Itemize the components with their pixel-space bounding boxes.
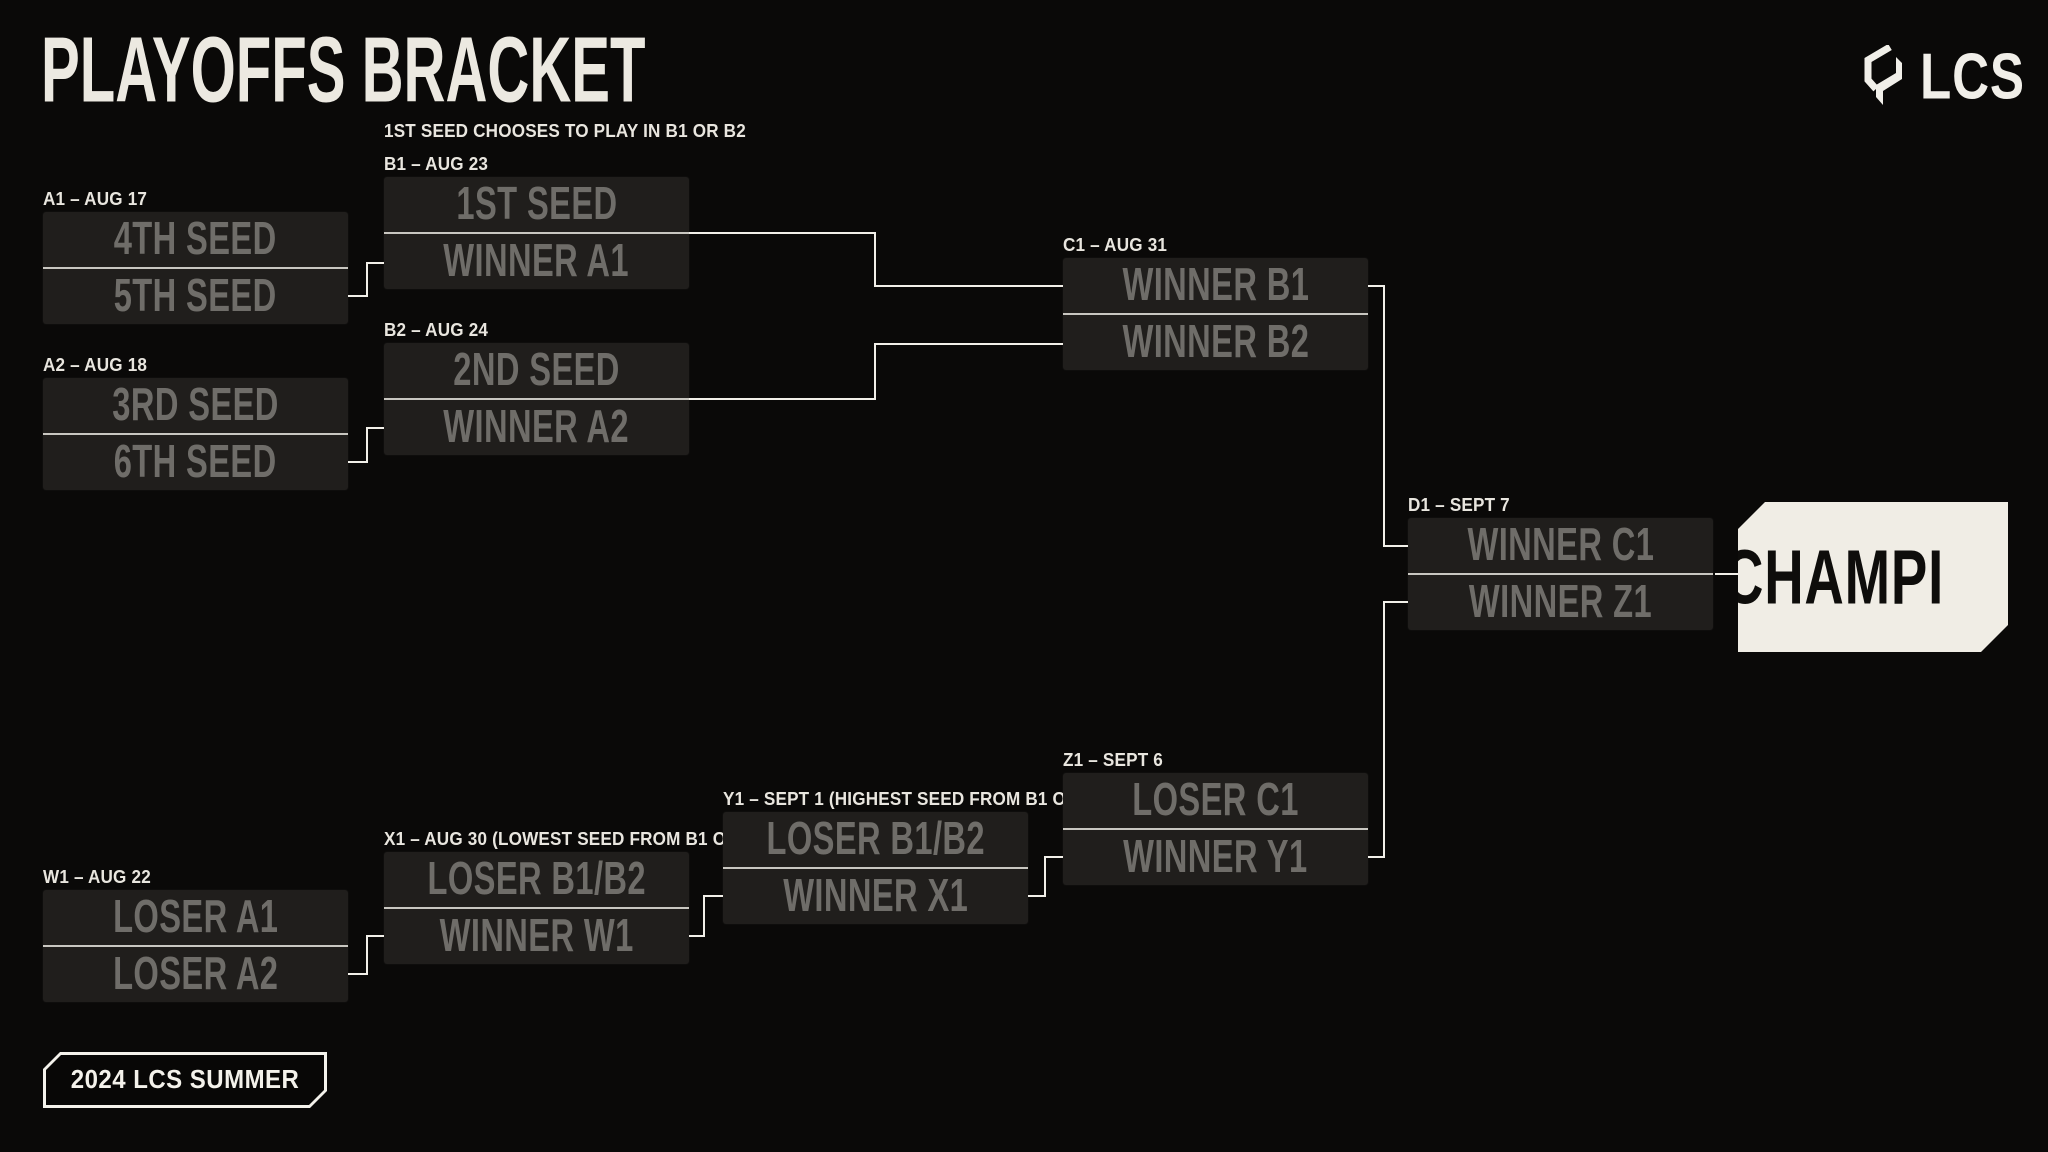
team-slot: 6TH SEED — [43, 433, 348, 490]
season-badge: 2024 LCS SUMMER — [43, 1052, 327, 1108]
team-slot: LOSER A1 — [112, 891, 279, 943]
match-x1-label: X1 – AUG 30 (LOWEST SEED FROM B1 OR B2) — [384, 829, 772, 849]
team-slot: 5TH SEED — [43, 267, 348, 324]
page-title: PLAYOFFS BRACKET — [41, 17, 646, 122]
season-badge-text: 2024 LCS SUMMER — [70, 1065, 300, 1094]
connector-segment — [689, 398, 876, 400]
match-a1-box: 4TH SEED 5TH SEED — [43, 212, 348, 324]
match-a2: A2 – AUG 18 3RD SEED 6TH SEED — [43, 356, 348, 490]
team-slot: WINNER A2 — [384, 398, 689, 455]
connector-segment — [703, 895, 705, 937]
team-slot: 2ND SEED — [453, 344, 620, 396]
match-b2-box: 2ND SEED WINNER A2 — [384, 343, 689, 455]
match-y1-box: LOSER B1/B2 WINNER X1 — [723, 812, 1028, 924]
connector-segment — [1715, 573, 1738, 575]
match-y1-label: Y1 – SEPT 1 (HIGHEST SEED FROM B1 OR B2) — [723, 789, 1112, 809]
connector-segment — [1368, 856, 1385, 858]
team-slot: 4TH SEED — [114, 213, 277, 265]
team-slot: WINNER A1 — [384, 232, 689, 289]
connector-segment — [874, 232, 876, 287]
connector-segment — [1044, 856, 1063, 858]
match-b1-label: B1 – AUG 23 — [384, 154, 489, 174]
match-b1-box: 1ST SEED WINNER A1 — [384, 177, 689, 289]
match-z1-label: Z1 – SEPT 6 — [1063, 750, 1163, 770]
connector-segment — [1383, 285, 1385, 547]
team-slot: WINNER Y1 — [1063, 828, 1368, 885]
match-z1-box: LOSER C1 WINNER Y1 — [1063, 773, 1368, 885]
b1-seed-note: 1ST SEED CHOOSES TO PLAY IN B1 OR B2 — [384, 121, 746, 141]
team-slot: WINNER W1 — [384, 907, 689, 964]
connector-segment — [1383, 601, 1385, 858]
connector-segment — [1383, 601, 1408, 603]
connector-segment — [703, 895, 723, 897]
match-a2-label: A2 – AUG 18 — [43, 355, 148, 375]
connector-segment — [348, 461, 368, 463]
connector-segment — [366, 427, 384, 429]
team-slot: WINNER C1 — [1467, 519, 1654, 571]
champion-text: CHAMPION CH — [1738, 534, 1945, 620]
connector-segment — [366, 935, 384, 937]
match-x1: X1 – AUG 30 (LOWEST SEED FROM B1 OR B2) … — [384, 829, 772, 964]
connector-segment — [874, 343, 876, 400]
match-d1-label: D1 – SEPT 7 — [1408, 495, 1510, 515]
match-y1: Y1 – SEPT 1 (HIGHEST SEED FROM B1 OR B2)… — [723, 789, 1112, 924]
connector-segment — [348, 973, 368, 975]
connector-segment — [1028, 895, 1046, 897]
match-c1-box: WINNER B1 WINNER B2 — [1063, 258, 1368, 370]
team-slot: 1ST SEED — [455, 178, 618, 230]
connector-segment — [348, 295, 368, 297]
match-d1: D1 – SEPT 7 WINNER C1 WINNER Z1 — [1408, 496, 1713, 630]
champion-plate: CHAMPION CH — [1738, 502, 2008, 652]
team-slot: WINNER Z1 — [1408, 573, 1713, 630]
match-c1: C1 – AUG 31 WINNER B1 WINNER B2 — [1063, 236, 1368, 370]
match-z1: Z1 – SEPT 6 LOSER C1 WINNER Y1 — [1063, 751, 1368, 885]
connector-segment — [366, 262, 384, 264]
match-x1-box: LOSER B1/B2 WINNER W1 — [384, 852, 689, 964]
lcs-logo: LCS — [1856, 39, 2048, 113]
team-slot: WINNER B1 — [1122, 259, 1309, 311]
match-w1-box: LOSER A1 LOSER A2 — [43, 890, 348, 1002]
team-slot: LOSER A2 — [43, 945, 348, 1002]
team-slot: LOSER C1 — [1132, 774, 1299, 826]
match-b2: B2 – AUG 24 2ND SEED WINNER A2 — [384, 321, 689, 455]
lcs-flame-icon — [1864, 45, 1902, 105]
connector-segment — [366, 935, 368, 975]
team-slot: 3RD SEED — [112, 379, 279, 431]
team-slot: LOSER B1/B2 — [427, 853, 646, 905]
match-d1-box: WINNER C1 WINNER Z1 — [1408, 518, 1713, 630]
match-w1: W1 – AUG 22 LOSER A1 LOSER A2 — [43, 868, 348, 1002]
match-b1: B1 – AUG 23 1ST SEED WINNER A1 — [384, 155, 689, 289]
connector-segment — [366, 262, 368, 297]
match-a2-box: 3RD SEED 6TH SEED — [43, 378, 348, 490]
connector-segment — [1368, 285, 1385, 287]
match-a1: A1 – AUG 17 4TH SEED 5TH SEED — [43, 190, 348, 324]
connector-segment — [1044, 856, 1046, 897]
connector-segment — [1383, 545, 1408, 547]
team-slot: WINNER X1 — [723, 867, 1028, 924]
match-c1-label: C1 – AUG 31 — [1063, 235, 1168, 255]
match-b2-label: B2 – AUG 24 — [384, 320, 489, 340]
team-slot: LOSER B1/B2 — [766, 813, 985, 865]
team-slot: WINNER B2 — [1063, 313, 1368, 370]
connector-segment — [874, 343, 1063, 345]
connector-segment — [366, 427, 368, 463]
connector-segment — [689, 935, 705, 937]
connector-segment — [874, 285, 1063, 287]
match-w1-label: W1 – AUG 22 — [43, 867, 151, 887]
lcs-logo-text: LCS — [1920, 39, 2025, 113]
match-a1-label: A1 – AUG 17 — [43, 189, 148, 209]
season-badge-inner: 2024 LCS SUMMER — [46, 1055, 324, 1105]
connector-segment — [689, 232, 876, 234]
